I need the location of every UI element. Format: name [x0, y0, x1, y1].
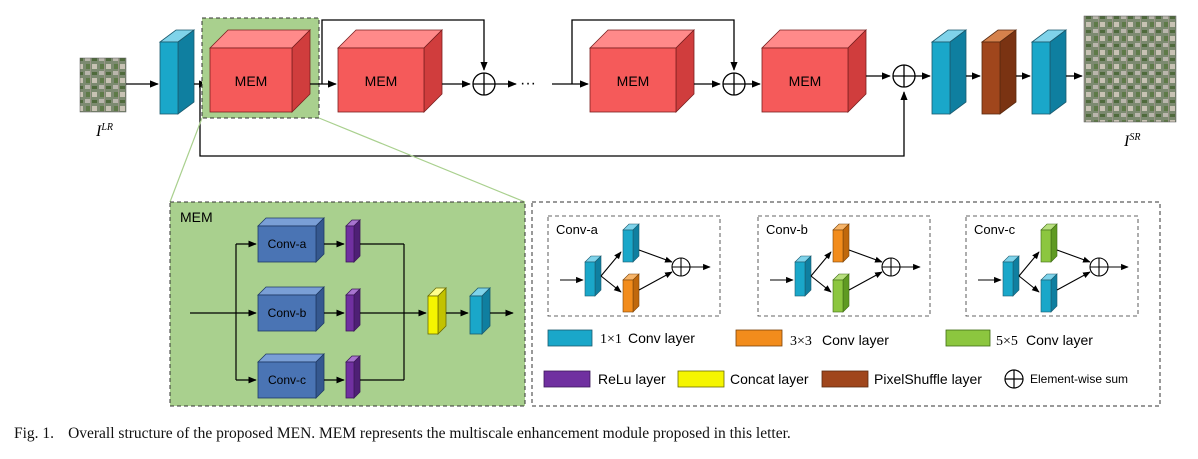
svg-text:MEM: MEM [617, 73, 650, 89]
legend-conv1x1: 1×1 Conv layer [547, 329, 695, 347]
branch-conv-b: Conv-b [257, 286, 325, 332]
svg-text:5×5: 5×5 [996, 334, 1018, 349]
svg-text:Element-wise sum: Element-wise sum [1030, 372, 1128, 386]
svg-text:MEM: MEM [235, 73, 268, 89]
sum-node-1 [472, 72, 496, 96]
svg-text:Conv-a: Conv-a [556, 222, 599, 237]
zoom-line-right [318, 117, 526, 203]
caption-label: Fig. 1. [14, 425, 55, 442]
svg-text:Conv-a: Conv-a [268, 237, 307, 251]
subnet-conv-a: Conv-a [547, 215, 721, 317]
svg-text:Conv layer: Conv layer [628, 330, 695, 346]
caption-text: Overall structure of the proposed MEN. M… [68, 425, 791, 442]
mem-detail-panel: MEM Conv-a Conv-b [169, 201, 526, 407]
subnet-conv-b: Conv-b [757, 215, 931, 317]
ellipsis: ··· [520, 75, 536, 92]
legend-concat: Concat layer [677, 370, 809, 388]
svg-text:1×1: 1×1 [600, 332, 622, 347]
zoom-line-left [169, 117, 203, 203]
legend-pixelshuffle: PixelShuffle layer [821, 370, 982, 388]
relu-b [345, 288, 361, 332]
first-conv-layer [158, 29, 196, 115]
mem-block-4: MEM [761, 29, 867, 113]
output-sr-label: ISR [1123, 132, 1140, 150]
svg-text:Conv-c: Conv-c [268, 373, 306, 387]
svg-text:3×3: 3×3 [790, 334, 812, 349]
sum-node-3 [892, 64, 916, 88]
legend-element-wise-sum: Element-wise sum [1004, 369, 1128, 389]
legend-relu: ReLu layer [543, 370, 666, 388]
svg-text:PixelShuffle layer: PixelShuffle layer [874, 371, 982, 387]
mem-block-2: MEM [337, 29, 443, 113]
svg-text:Conv layer: Conv layer [1026, 332, 1093, 348]
svg-text:Conv-b: Conv-b [766, 222, 808, 237]
subnet-conv-c: Conv-c [965, 215, 1139, 317]
pixelshuffle-layer [980, 29, 1018, 115]
mem-detail-title: MEM [180, 209, 213, 225]
output-sr-image [1083, 15, 1177, 123]
top-pipeline: ILR MEM MEM [79, 15, 1177, 157]
svg-text:ReLu layer: ReLu layer [598, 371, 666, 387]
relu-c [345, 355, 361, 399]
figure-caption: Fig. 1. Overall structure of the proposed… [14, 425, 791, 443]
branch-conv-c: Conv-c [257, 353, 325, 399]
svg-text:MEM: MEM [365, 73, 398, 89]
final-conv-layer [1030, 29, 1068, 115]
svg-text:Conv-c: Conv-c [974, 222, 1016, 237]
mem-block-1: MEM [209, 29, 311, 113]
branch-conv-a: Conv-a [257, 217, 325, 263]
relu-a [345, 219, 361, 263]
mem-block-3: MEM [589, 29, 695, 113]
concat-layer [427, 287, 447, 335]
svg-text:Concat layer: Concat layer [730, 371, 809, 387]
post-conv-layer [930, 29, 968, 115]
svg-text:MEM: MEM [789, 73, 822, 89]
mem-fusion-conv [469, 287, 491, 335]
input-lr-label: ILR [95, 122, 113, 140]
sum-node-2 [722, 72, 746, 96]
legend-conv5x5: 5×5 Conv layer [945, 329, 1093, 349]
svg-text:Conv-b: Conv-b [268, 306, 307, 320]
svg-text:Conv layer: Conv layer [822, 332, 889, 348]
legend-panel: Conv-a Conv-b [531, 201, 1161, 407]
legend-conv3x3: 3×3 Conv layer [735, 329, 889, 349]
input-lr-image [79, 57, 127, 113]
